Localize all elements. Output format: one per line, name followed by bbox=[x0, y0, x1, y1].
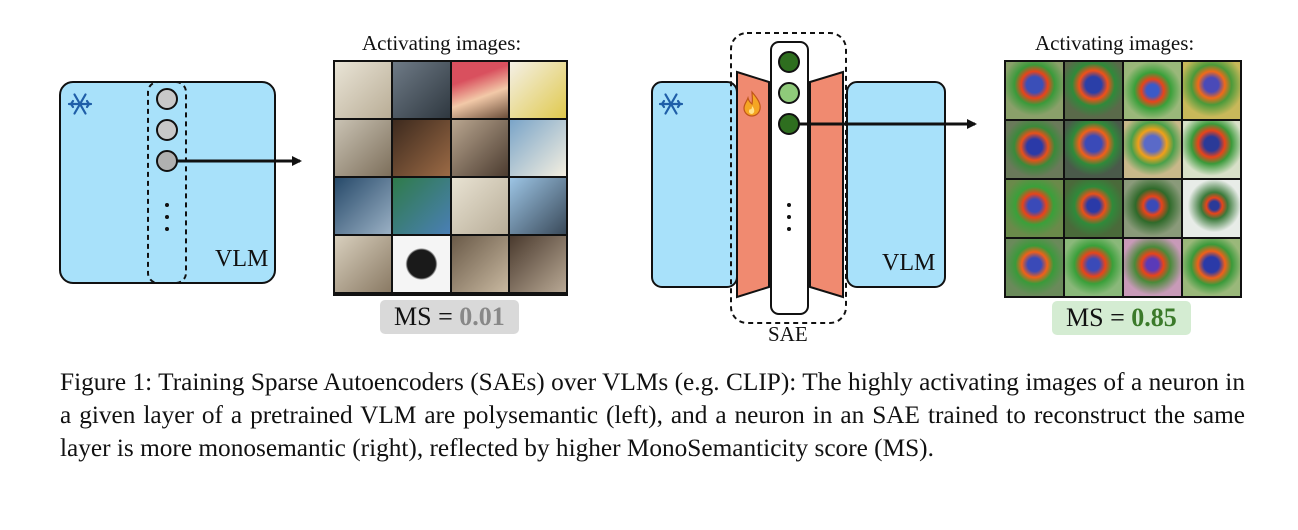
left-ellipsis-dot bbox=[165, 203, 169, 207]
activating-image bbox=[509, 62, 566, 118]
activating-image bbox=[1124, 180, 1181, 237]
activating-image bbox=[1183, 62, 1240, 119]
left-layer-highlight bbox=[147, 81, 187, 284]
activating-image bbox=[335, 120, 392, 176]
activating-image bbox=[1065, 180, 1122, 237]
ms-prefix: MS = bbox=[394, 302, 460, 331]
left-neuron-1 bbox=[156, 88, 178, 110]
activating-image bbox=[1065, 239, 1122, 296]
ms-prefix: MS = bbox=[1066, 303, 1132, 332]
activating-image bbox=[451, 62, 508, 118]
activating-image bbox=[1065, 62, 1122, 119]
right-activating-title: Activating images: bbox=[1035, 31, 1195, 55]
activating-image bbox=[451, 236, 508, 292]
figure: Activating images: VLM Activating images… bbox=[59, 31, 1242, 346]
right-ms-value: 0.85 bbox=[1131, 303, 1177, 332]
figure-diagram bbox=[59, 32, 977, 324]
sae-label: SAE bbox=[768, 322, 808, 346]
sae-ellipsis-dot bbox=[787, 215, 791, 219]
activating-image bbox=[1124, 62, 1181, 119]
sae-neuron-2 bbox=[778, 82, 800, 104]
activating-image bbox=[393, 236, 450, 292]
activating-image bbox=[335, 62, 392, 118]
left-ms-badge: MS = 0.01 bbox=[380, 300, 519, 334]
figure-caption: Figure 1: Training Sparse Autoencoders (… bbox=[60, 368, 1245, 462]
activating-image bbox=[509, 120, 566, 176]
sae-decoder bbox=[809, 70, 844, 299]
left-activating-images-grid bbox=[333, 60, 568, 296]
activating-image bbox=[335, 178, 392, 234]
left-ellipsis-dot bbox=[165, 215, 169, 219]
sae-dashed-box bbox=[730, 32, 847, 324]
activating-image bbox=[1183, 180, 1240, 237]
activating-image bbox=[1006, 239, 1063, 296]
activating-image bbox=[1183, 121, 1240, 178]
activating-image bbox=[451, 120, 508, 176]
sae-neuron-1 bbox=[778, 51, 800, 73]
sae-ellipsis-dot bbox=[787, 203, 791, 207]
activating-image bbox=[509, 178, 566, 234]
fire-icon bbox=[743, 90, 761, 117]
right-vlm-label: VLM bbox=[882, 250, 936, 276]
sae-encoder bbox=[736, 70, 770, 299]
activating-image bbox=[1124, 121, 1181, 178]
activating-image bbox=[393, 178, 450, 234]
activating-image bbox=[1006, 121, 1063, 178]
activating-image bbox=[335, 236, 392, 292]
sae-latent-layer bbox=[770, 41, 809, 315]
activating-image bbox=[1124, 239, 1181, 296]
activating-image bbox=[451, 178, 508, 234]
activating-image bbox=[1065, 121, 1122, 178]
left-vlm-label: VLM bbox=[215, 246, 269, 272]
activating-image bbox=[393, 120, 450, 176]
sae-neuron-3 bbox=[778, 113, 800, 135]
activating-image bbox=[509, 236, 566, 292]
snowflake-icon bbox=[658, 93, 684, 115]
activating-image bbox=[393, 62, 450, 118]
left-neuron-2 bbox=[156, 119, 178, 141]
left-activating-title: Activating images: bbox=[362, 31, 522, 55]
left-ms-value: 0.01 bbox=[459, 302, 505, 331]
left-ellipsis-dot bbox=[165, 227, 169, 231]
sae-ellipsis-dot bbox=[787, 227, 791, 231]
activating-image bbox=[1183, 239, 1240, 296]
right-activating-images-grid bbox=[1004, 60, 1242, 298]
right-ms-badge: MS = 0.85 bbox=[1052, 301, 1191, 335]
snowflake-icon bbox=[67, 93, 93, 115]
activating-image bbox=[1006, 62, 1063, 119]
left-neuron-3 bbox=[156, 150, 178, 172]
activating-image bbox=[1006, 180, 1063, 237]
